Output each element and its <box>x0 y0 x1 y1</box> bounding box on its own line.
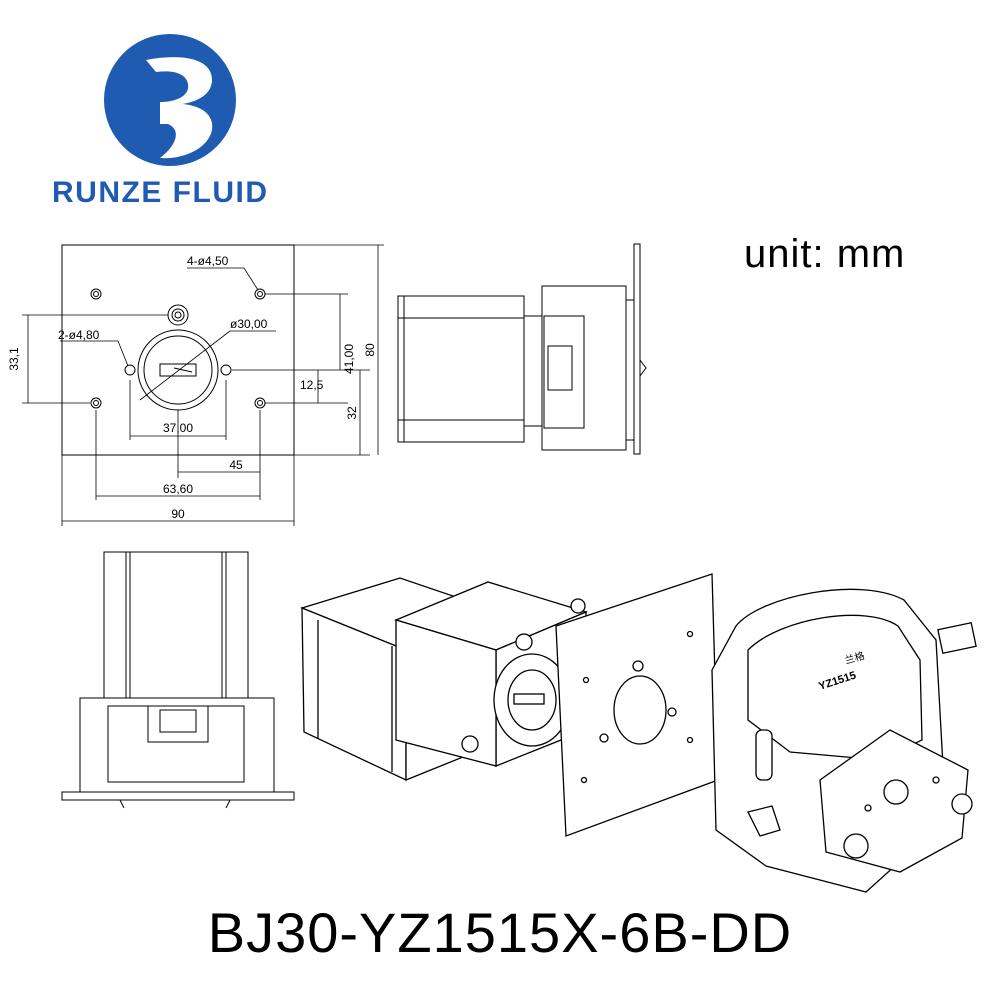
adapter-housing <box>394 581 588 767</box>
bottom-view-drawing <box>61 551 295 809</box>
mount-hole <box>254 397 266 409</box>
side-hole <box>124 364 136 376</box>
side-view-drawing <box>397 243 647 455</box>
dim-63-6: 63,60 <box>163 482 193 496</box>
dim-32: 32 <box>345 406 359 420</box>
dim-holes4: 4-ø4,50 <box>187 254 229 268</box>
exploded-assembly: YZ1515 兰格 <box>300 573 977 893</box>
dimension-labels: 4-ø4,50 2-ø4,80 ø30,00 33,1 41,00 12,5 3… <box>7 254 377 521</box>
dim-33-1: 33,1 <box>7 347 21 371</box>
mount-hole <box>90 397 102 409</box>
brand-logo <box>104 34 236 166</box>
dimension-lines <box>22 244 384 526</box>
dim-41: 41,00 <box>342 344 356 374</box>
mount-hole <box>90 288 102 300</box>
dim-12-5: 12,5 <box>300 378 324 392</box>
dim-80: 80 <box>363 343 377 357</box>
dim-45: 45 <box>229 458 243 472</box>
side-hole <box>220 364 232 376</box>
pin-hole <box>167 304 189 326</box>
dim-37: 37,00 <box>163 421 193 435</box>
brand-name: RUNZE FLUID <box>52 176 269 209</box>
model-number: BJ30-YZ1515X-6B-DD <box>207 901 793 964</box>
dim-holes2: 2-ø4,80 <box>58 328 100 342</box>
mount-hole <box>254 288 266 300</box>
mounting-plate <box>555 573 719 837</box>
dim-90: 90 <box>171 507 185 521</box>
dim-bore: ø30,00 <box>230 317 268 331</box>
pump-head <box>711 588 977 893</box>
unit-label: unit: mm <box>744 232 906 276</box>
motor-boss <box>137 329 219 411</box>
